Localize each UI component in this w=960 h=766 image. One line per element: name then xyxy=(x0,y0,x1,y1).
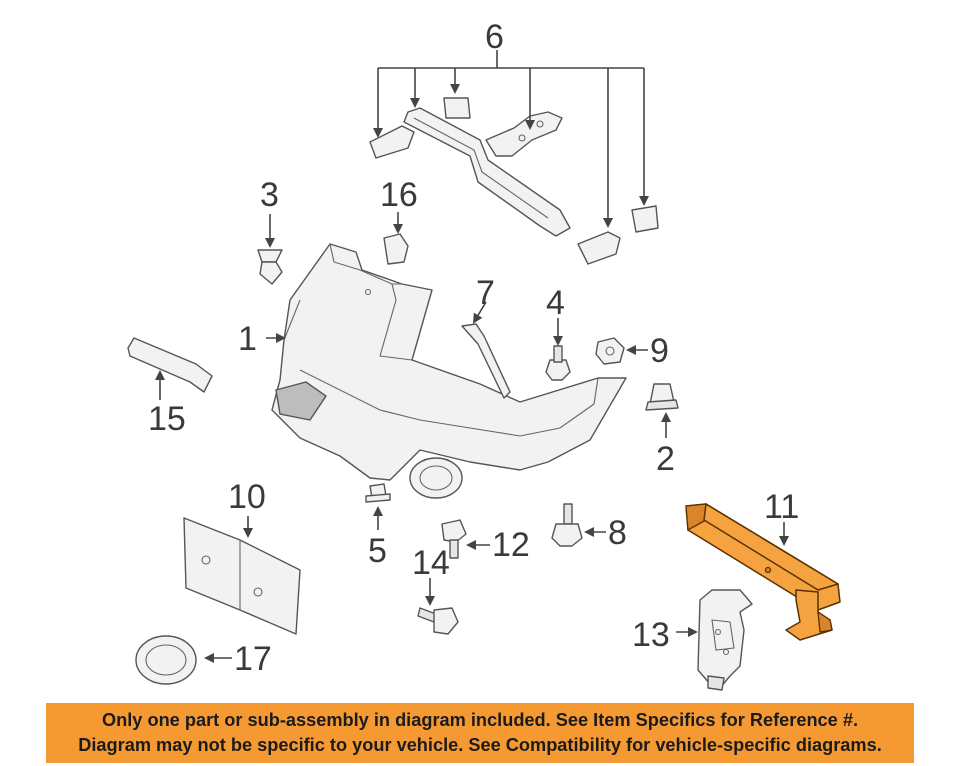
part-15-molding xyxy=(127,337,213,400)
part-10-license-bracket xyxy=(183,516,301,635)
callout-12: 12 xyxy=(492,526,530,564)
disclaimer-line-1: Only one part or sub-assembly in diagram… xyxy=(101,710,859,730)
callout-2: 2 xyxy=(656,440,675,478)
disclaimer-line-2: Diagram may not be specific to your vehi… xyxy=(78,735,882,755)
callout-6: 6 xyxy=(485,18,504,56)
part-8-bolt xyxy=(551,503,606,547)
part-14-bolt xyxy=(417,578,459,635)
callout-7: 7 xyxy=(476,274,495,312)
part-6-leaders xyxy=(373,50,649,228)
part-7-bracket xyxy=(461,301,511,399)
part-16-bracket xyxy=(383,212,409,265)
disclaimer-banner: Only one part or sub-assembly in diagram… xyxy=(46,703,914,763)
callout-16: 16 xyxy=(380,176,418,214)
callout-13: 13 xyxy=(632,616,670,654)
part-1-bumper-cover xyxy=(266,243,627,499)
callout-17: 17 xyxy=(234,640,272,678)
part-2-retainer xyxy=(645,383,679,438)
part-11-reinforcement-highlighted xyxy=(685,503,841,641)
part-13-shield xyxy=(676,589,753,691)
callout-5: 5 xyxy=(368,532,387,570)
callout-10: 10 xyxy=(228,478,266,516)
part-4-bolt xyxy=(545,318,571,381)
part-3-clip xyxy=(257,214,283,285)
part-6-reinforcement xyxy=(369,97,659,265)
callout-14: 14 xyxy=(412,544,450,582)
parts-diagram: 6 16 3 1 7 4 xyxy=(127,18,841,691)
callout-11: 11 xyxy=(764,488,799,526)
callout-3: 3 xyxy=(260,176,279,214)
part-17-grommet xyxy=(135,635,232,685)
callout-8: 8 xyxy=(608,514,627,552)
part-5-clip xyxy=(365,483,391,530)
callout-9: 9 xyxy=(650,332,669,370)
callout-15: 15 xyxy=(148,400,186,438)
callout-4: 4 xyxy=(546,284,565,322)
part-9-nut xyxy=(595,337,648,365)
part-12-bolt xyxy=(441,519,490,559)
callout-1: 1 xyxy=(238,320,257,358)
